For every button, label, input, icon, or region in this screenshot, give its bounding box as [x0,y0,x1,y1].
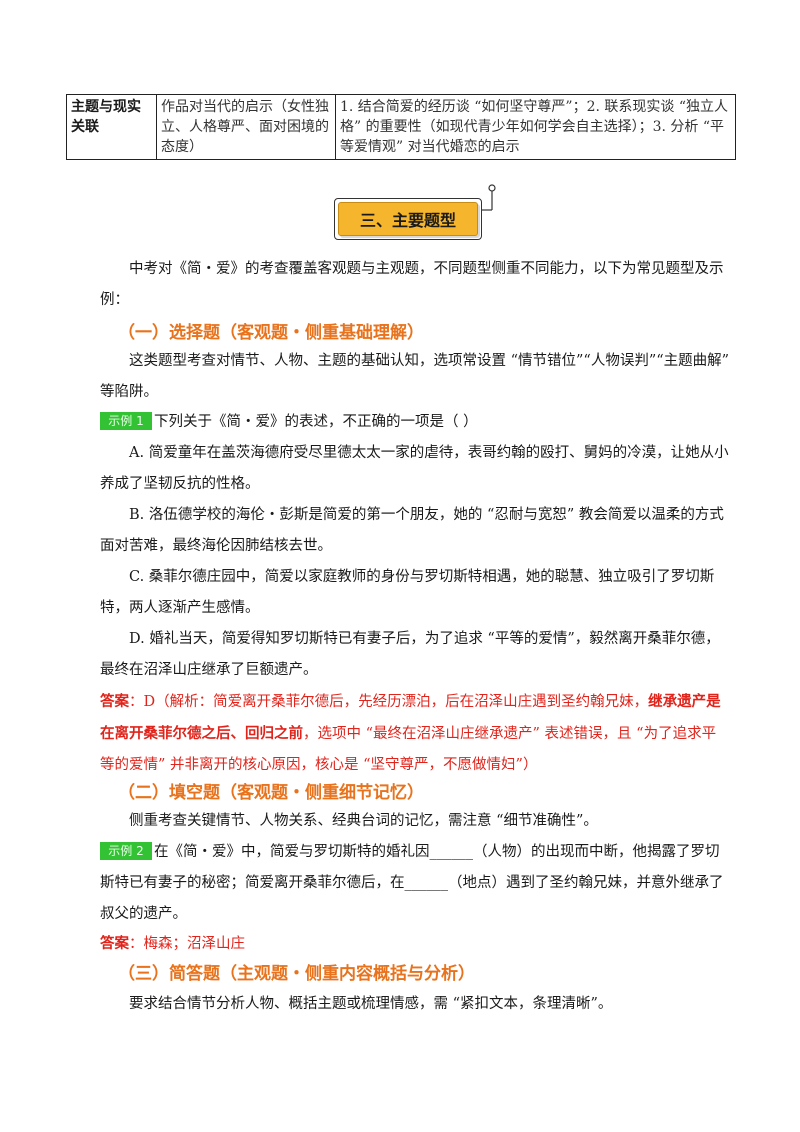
option-a: A. 简爱童年在盖茨海德府受尽里德太太一家的虐待，表哥约翰的殴打、舅妈的冷漠，让… [100,445,729,492]
answer-label: 答案 [100,935,129,952]
answer-1: 答案：D（解析：简爱离开桑菲尔德后，先经历漂泊，后在沼泽山庄遇到圣约翰兄妹，继承… [100,693,721,773]
example-question: 在《简・爱》中，简爱与罗切斯特的婚礼因______（人物）的出现而中断，他揭露了… [100,844,724,922]
table-cell-points: 1. 结合简爱的经历谈 “如何坚守尊严”；2. 联系现实谈 “独立人格” 的重要… [335,94,736,160]
heading-choice: （一）选择题（客观题・侧重基础理解） [118,323,424,343]
answer-2: 答案：梅森；沼泽山庄 [100,928,730,960]
banner-corner-icon [482,184,496,211]
answer-highlight: 继承遗产是在离开桑菲尔德之后、回归之前 [100,693,721,742]
section-banner: 三、主要题型 [334,184,496,242]
answer-label: 答案 [100,693,129,710]
heading-short-answer: （三）简答题（主观题・侧重内容概括与分析） [118,964,475,984]
short-answer-description: 要求结合情节分析人物、概括主题或梳理情感，需 “紧扣文本，条理清晰”。 [129,996,613,1012]
heading-fill-blank: （二）填空题（客观题・侧重细节记忆） [118,783,424,803]
table-cell-aspect: 作品对当代的启示（女性独立、人格尊严、面对困境的态度） [156,94,336,160]
table-row: 主题与现实关联 作品对当代的启示（女性独立、人格尊严、面对困境的态度） 1. 结… [66,94,736,160]
section-title: 三、主要题型 [338,202,478,236]
table-row-label: 主题与现实关联 [66,94,157,160]
answer-text: ：梅森；沼泽山庄 [129,936,245,952]
option-d: D. 婚礼当天，简爱得知罗切斯特已有妻子后，为了追求 “平等的爱情”，毅然离开桑… [100,631,720,678]
option-b: B. 洛伍德学校的海伦・彭斯是简爱的第一个朋友，她的 “忍耐与宽恕” 教会简爱以… [100,507,724,554]
intro-paragraph: 中考对《简・爱》的考查覆盖客观题与主观题，不同题型侧重不同能力，以下为常见题型及… [100,261,724,308]
example-badge: 示例 2 [100,842,152,860]
theme-table: 主题与现实关联 作品对当代的启示（女性独立、人格尊严、面对困境的态度） 1. 结… [66,94,736,160]
option-c: C. 桑菲尔德庄园中，简爱以家庭教师的身份与罗切斯特相遇，她的聪慧、独立吸引了罗… [100,569,715,616]
example-badge: 示例 1 [100,412,152,430]
example-question: 下列关于《简・爱》的表述，不正确的一项是（ ） [154,414,478,430]
fill-blank-description: 侧重考查关键情节、人物关系、经典台词的记忆，需注意 “细节准确性”。 [129,813,598,829]
choice-description: 这类题型考查对情节、人物、主题的基础认知，选项常设置 “情节错位”“人物误判”“… [100,353,730,400]
